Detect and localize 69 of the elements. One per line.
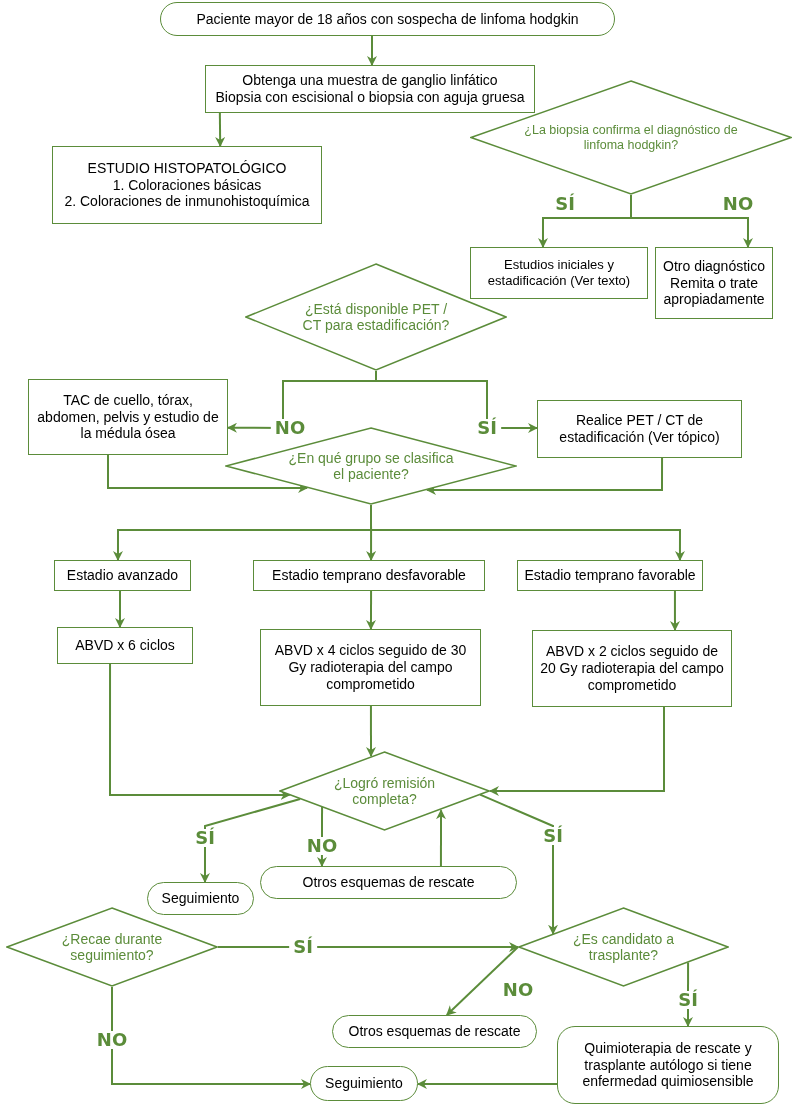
- step-text: Estadio temprano desfavorable: [272, 567, 466, 584]
- process-box: [470, 247, 648, 299]
- step-text: ESTUDIO HISTOPATOLÓGICO: [87, 159, 287, 177]
- arrow: [217, 942, 519, 952]
- arrow: [107, 454, 309, 493]
- process-box: [655, 247, 773, 319]
- question-text: ¿Recae durante seguimiento?: [60, 930, 164, 964]
- step-text: TAC de cuello, tórax, abdomen, pelvis y estudio de la médula ósea: [36, 391, 220, 443]
- process-box: [57, 627, 193, 664]
- process-box: [537, 400, 742, 458]
- arrow: [630, 194, 753, 248]
- terminal-pill: [160, 2, 615, 36]
- terminal-pill: [332, 1015, 537, 1048]
- step-text: 2. Coloraciones de inmunohistoquímica: [64, 193, 310, 211]
- arrow: [417, 1079, 558, 1089]
- step-text: Remita o trate apropiadamente: [662, 274, 766, 309]
- step-text: 1. Coloraciones básicas: [112, 176, 262, 194]
- process-box: [28, 379, 228, 455]
- arrow: [479, 793, 558, 935]
- step-text: Otros esquemas de rescate: [302, 874, 475, 891]
- step-text: Biopsia con escisional o biopsia con aguja gruesa: [215, 89, 525, 106]
- question-text: ¿Está disponible PET / CT para estadificación?: [301, 300, 451, 334]
- process-box: [253, 560, 485, 591]
- arrow: [489, 706, 665, 796]
- step-text: Otros esquemas de rescate: [348, 1023, 521, 1040]
- terminal-pill: [147, 882, 254, 915]
- terminal-pill: [260, 866, 517, 899]
- question-text: ¿La biopsia confirma el diagnóstico de linfoma hodgkin?: [523, 123, 739, 152]
- decision-diamond: [279, 751, 490, 831]
- step-text: ABVD x 6 ciclos: [75, 637, 175, 654]
- step-text: ABVD x 4 ciclos seguido de 30 Gy radioterapia del campo comprometido: [273, 642, 468, 693]
- arrow: [366, 705, 376, 757]
- step-text: Otro diagnóstico: [663, 257, 765, 275]
- step-text: Seguimiento: [325, 1075, 403, 1092]
- process-box: [260, 629, 481, 706]
- step-text: Obtenga una muestra de ganglio linfático: [242, 72, 498, 89]
- step-text: Estadio temprano favorable: [524, 567, 696, 584]
- arrow: [445, 946, 519, 1016]
- question-text: ¿Es candidato a trasplante?: [571, 930, 676, 964]
- arrow: [426, 457, 664, 495]
- arrow: [115, 590, 125, 628]
- edge-label: SÍ: [289, 938, 317, 956]
- arrow: [670, 590, 680, 631]
- step-text: Quimioterapia de rescate y trasplante autólogo si tiene enfermedad quimiosensible: [581, 1039, 755, 1091]
- process-box: [52, 146, 322, 224]
- step-text: Seguimiento: [161, 890, 240, 907]
- process-box: [532, 630, 732, 707]
- arrow: [375, 370, 538, 433]
- process-box: [205, 65, 535, 113]
- decision-diamond: [6, 907, 218, 987]
- arrow: [436, 809, 447, 867]
- process-box: [517, 560, 703, 591]
- arrow: [200, 798, 302, 883]
- process-box: [54, 560, 191, 591]
- step-text: ABVD x 2 ciclos seguido de 20 Gy radioterapia del campo comprometido: [539, 643, 725, 694]
- step-text: Estudios iniciales y estadificación (Ver texto): [486, 257, 632, 289]
- question-text: ¿Logró remisión completa?: [332, 774, 437, 808]
- arrow: [109, 663, 291, 800]
- step-text: Estadio avanzado: [66, 567, 179, 584]
- terminal-pill: [557, 1026, 779, 1104]
- terminal-pill: [310, 1066, 418, 1101]
- arrow: [215, 112, 226, 147]
- arrow: [366, 590, 376, 630]
- arrow: [111, 986, 311, 1089]
- arrow: [367, 35, 377, 66]
- question-text: ¿En qué grupo se clasifica el paciente?: [287, 449, 455, 483]
- step-text: Realice PET / CT de estadificación (Ver tópico): [558, 412, 721, 446]
- step-text: Paciente mayor de 18 años con sospecha de linfoma hodgkin: [196, 10, 579, 28]
- arrow: [370, 504, 685, 561]
